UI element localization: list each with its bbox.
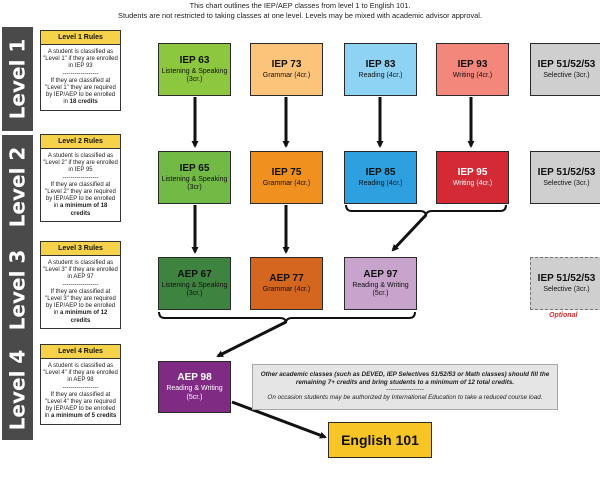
course-code: IEP 65 <box>179 162 210 174</box>
course-code: AEP 67 <box>177 268 212 280</box>
course-detail: Selective (3cr.) <box>543 71 590 79</box>
note-separator: ------------------ <box>386 386 424 394</box>
course-code: IEP 83 <box>365 58 396 70</box>
level-1-rules: Level 1 Rules A student is classified as… <box>40 30 121 111</box>
course-detail: Selective (3cr.) <box>543 179 590 187</box>
rules-title: Level 2 Rules <box>41 135 120 149</box>
level-2-rules: Level 2 Rules A student is classified as… <box>40 134 121 222</box>
course-detail: Grammar (4cr.) <box>262 285 311 293</box>
rules-body: A student is classified as "Level 1" if … <box>41 45 120 110</box>
course-detail: Grammar (4cr.) <box>262 179 311 187</box>
course-selective-level-3: IEP 51/52/53 Selective (3cr.) <box>530 257 600 310</box>
rules-text: If they are classified at "Level 3" they… <box>45 288 116 317</box>
rules-separator: ------------------ <box>62 70 99 77</box>
course-iep-75: IEP 75 Grammar (4cr.) <box>250 151 323 204</box>
course-iep-83: IEP 83 Reading (4cr.) <box>344 43 417 96</box>
optional-label: Optional <box>549 312 578 319</box>
course-iep-85: IEP 85 Reading (4cr.) <box>344 151 417 204</box>
level-4-rules: Level 4 Rules A student is classified as… <box>40 344 121 425</box>
intro-text: This chart outlines the IEP/AEP classes … <box>0 1 600 20</box>
course-detail: Reading (4cr.) <box>358 179 403 187</box>
brace-level-3 <box>158 311 416 324</box>
rules-separator: ------------------ <box>62 174 99 181</box>
course-detail: Selective (3cr.) <box>543 285 590 293</box>
course-iep-63: IEP 63 Listening & Speaking (3cr.) <box>158 43 231 96</box>
course-iep-93: IEP 93 Writing (4cr.) <box>436 43 509 96</box>
arrow-level3-aep98 <box>216 320 287 358</box>
rules-text: A student is classified as "Level 4" if … <box>43 363 118 384</box>
course-detail: Listening & Speaking (3cr.) <box>161 281 228 297</box>
course-code: AEP 77 <box>269 272 304 284</box>
note-main-text: Other academic classes (such as DEVED, I… <box>260 371 550 386</box>
rules-title: Level 4 Rules <box>41 345 120 359</box>
level-3-bar: Level 3 <box>2 239 33 340</box>
course-iep-65: IEP 65 Listening & Speaking (3cr) <box>158 151 231 204</box>
rules-text: A student is classified as "Level 3" if … <box>43 260 118 281</box>
course-aep-98: AEP 98 Reading & Writing (5cr.) <box>158 361 231 413</box>
rules-credits: 18 credits <box>69 99 98 106</box>
rules-text: A student is classified as "Level 2" if … <box>43 153 118 174</box>
english-101-box: English 101 <box>328 422 432 458</box>
brace-level-2 <box>345 204 507 217</box>
arrow-aep98-english <box>231 400 327 439</box>
course-code: IEP 75 <box>271 166 302 178</box>
rules-body: A student is classified as "Level 4" if … <box>41 359 120 424</box>
level-4-bar: Level 4 <box>2 340 33 440</box>
course-code: IEP 63 <box>179 54 210 66</box>
course-detail: Listening & Speaking (3cr) <box>161 175 228 191</box>
course-detail: Reading (4cr.) <box>358 71 403 79</box>
course-code: AEP 98 <box>177 372 212 384</box>
course-detail: Listening & Speaking (3cr.) <box>161 67 228 83</box>
course-iep-95: IEP 95 Writing (4cr.) <box>436 151 509 204</box>
course-code: IEP 93 <box>457 58 488 70</box>
course-code: IEP 95 <box>457 166 488 178</box>
course-code: IEP 51/52/53 <box>537 166 596 178</box>
course-aep-77: AEP 77 Grammar (4cr.) <box>250 257 323 310</box>
course-code: IEP 73 <box>271 58 302 70</box>
course-detail: Reading & Writing (5cr.) <box>166 385 223 401</box>
course-selective-level-2: IEP 51/52/53 Selective (3cr.) <box>530 151 600 204</box>
rules-credits: a minimum of 12 credits <box>60 310 108 324</box>
rules-body: A student is classified as "Level 2" if … <box>41 149 120 221</box>
rules-credits: a minimum of 5 credits <box>50 413 117 420</box>
rules-separator: ------------------ <box>62 384 99 391</box>
rules-text: If they are classified at "Level 4" they… <box>44 391 116 420</box>
course-detail: Reading & Writing (5cr.) <box>352 281 409 297</box>
arrow-85-95-aep97 <box>391 213 428 252</box>
course-aep-67: AEP 67 Listening & Speaking (3cr.) <box>158 257 231 310</box>
rules-title: Level 3 Rules <box>41 242 120 256</box>
rules-title: Level 1 Rules <box>41 31 120 45</box>
course-code: IEP 85 <box>365 166 396 178</box>
course-code: IEP 51/52/53 <box>537 272 596 284</box>
credits-note: Other academic classes (such as DEVED, I… <box>252 364 558 410</box>
course-code: AEP 97 <box>363 268 398 280</box>
rules-separator: ------------------ <box>62 281 99 288</box>
rules-credits: a minimum of 18 credits <box>60 203 108 217</box>
rules-body: A student is classified as "Level 3" if … <box>41 256 120 328</box>
course-selective-level-1: IEP 51/52/53 Selective (3cr.) <box>530 43 600 96</box>
rules-text: A student is classified as "Level 1" if … <box>43 49 118 70</box>
course-detail: Grammar (4cr.) <box>262 71 311 79</box>
intro-line-2: Students are not restricted to taking cl… <box>118 10 482 20</box>
course-code: IEP 51/52/53 <box>537 58 596 70</box>
level-3-rules: Level 3 Rules A student is classified as… <box>40 241 121 329</box>
rules-text: If they are classified at "Level 2" they… <box>45 181 116 210</box>
intro-line-1: This chart outlines the IEP/AEP classes … <box>189 1 411 10</box>
level-2-bar: Level 2 <box>2 135 33 239</box>
level-1-bar: Level 1 <box>2 27 33 131</box>
course-detail: Writing (4cr.) <box>452 179 493 187</box>
course-aep-97: AEP 97 Reading & Writing (5cr.) <box>344 257 417 310</box>
course-iep-73: IEP 73 Grammar (4cr.) <box>250 43 323 96</box>
note-secondary-text: On occasion students may be authorized b… <box>267 393 543 401</box>
rules-text: If they are classified at "Level 1" they… <box>45 77 116 106</box>
course-detail: Writing (4cr.) <box>452 71 493 79</box>
